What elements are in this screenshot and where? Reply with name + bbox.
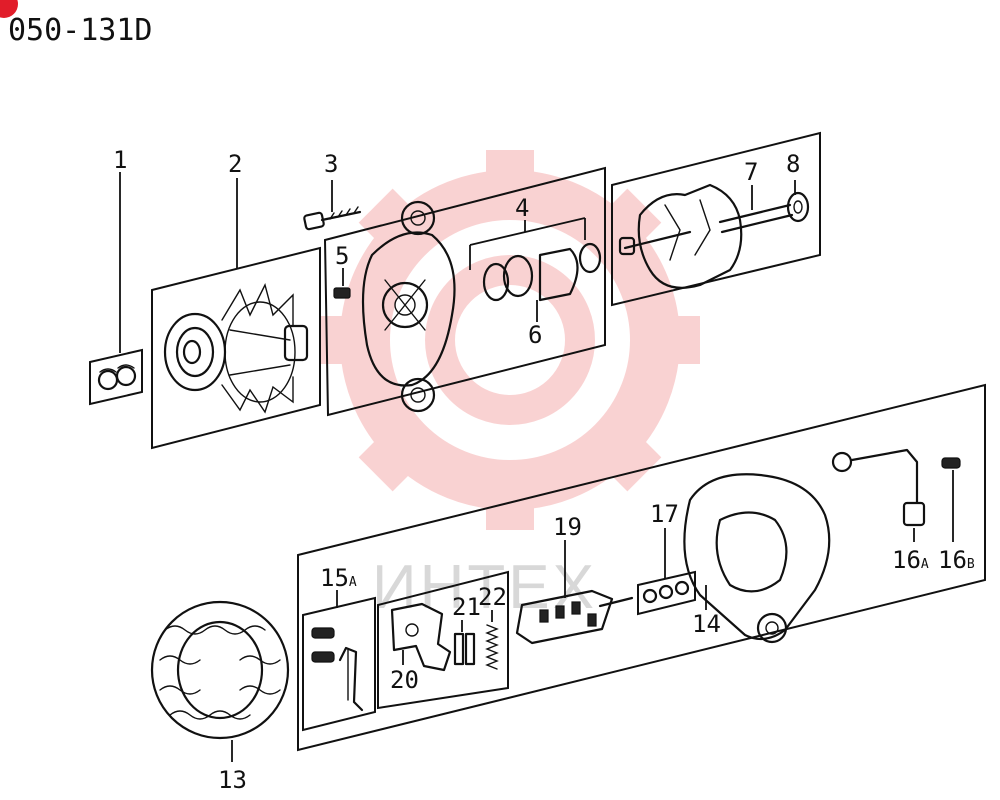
lower-assembly-frame bbox=[297, 383, 986, 752]
label-15a: 15A bbox=[320, 564, 357, 592]
label-21: 21 bbox=[452, 593, 481, 621]
part-13-stator[interactable] bbox=[150, 600, 290, 762]
label-4: 4 bbox=[515, 194, 529, 222]
part-8-rear-bearing[interactable] bbox=[786, 180, 810, 223]
part-16b-terminal-screw[interactable] bbox=[941, 457, 961, 542]
label-8: 8 bbox=[786, 150, 800, 178]
label-20: 20 bbox=[390, 666, 419, 694]
label-7: 7 bbox=[744, 158, 758, 186]
label-1: 1 bbox=[113, 146, 127, 174]
part-4-drive-end-housing[interactable] bbox=[323, 166, 606, 417]
part-16a-connector-harness[interactable] bbox=[831, 448, 926, 542]
part-15a-terminal-kit[interactable] bbox=[302, 590, 376, 732]
part-14-rear-housing[interactable] bbox=[683, 473, 831, 644]
part-19-rectifier[interactable] bbox=[515, 540, 634, 645]
watermark-gear-logo bbox=[320, 150, 700, 530]
label-2: 2 bbox=[228, 150, 242, 178]
label-6: 6 bbox=[528, 321, 542, 349]
part-20-brush-holder[interactable] bbox=[377, 570, 509, 710]
diagram-code: 050-131D bbox=[8, 13, 153, 48]
corner-mark bbox=[0, 0, 18, 18]
label-13: 13 bbox=[218, 766, 247, 794]
part-1-clip[interactable] bbox=[89, 172, 143, 406]
part-17-nuts[interactable] bbox=[637, 528, 696, 616]
label-16b: 16B bbox=[938, 546, 975, 574]
label-5: 5 bbox=[335, 242, 349, 270]
label-3: 3 bbox=[324, 150, 338, 178]
label-17: 17 bbox=[650, 500, 679, 528]
label-19: 19 bbox=[553, 513, 582, 541]
part-2-pulley-fan[interactable] bbox=[151, 178, 321, 450]
part-5-screw[interactable] bbox=[333, 268, 351, 299]
part-21-brush[interactable] bbox=[453, 620, 476, 666]
label-16a: 16A bbox=[892, 546, 929, 574]
label-14: 14 bbox=[692, 610, 721, 638]
label-22: 22 bbox=[478, 583, 507, 611]
part-3-bolt[interactable] bbox=[303, 180, 362, 231]
part-22-spring[interactable] bbox=[485, 610, 499, 670]
part-7-rotor[interactable] bbox=[611, 131, 821, 307]
